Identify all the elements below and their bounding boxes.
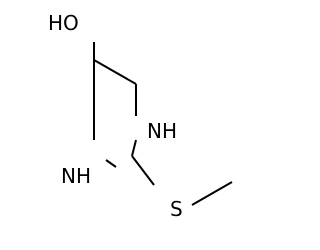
bond-s-methyl (191, 181, 233, 206)
amine-label-right: NH (147, 119, 177, 143)
bond-c2-s (131, 155, 155, 186)
molecule-canvas: HO NH NH S (48, 11, 233, 221)
sulfur-label: S (170, 197, 183, 221)
hydroxyl-label: HO (48, 11, 79, 35)
bond-n3-c2 (131, 139, 137, 157)
bond-c5-c4 (93, 59, 137, 85)
amine-label-left: NH (61, 164, 91, 188)
structure-diagram: HO NH NH S (48, 11, 233, 221)
bond-c2-n1 (105, 159, 117, 168)
